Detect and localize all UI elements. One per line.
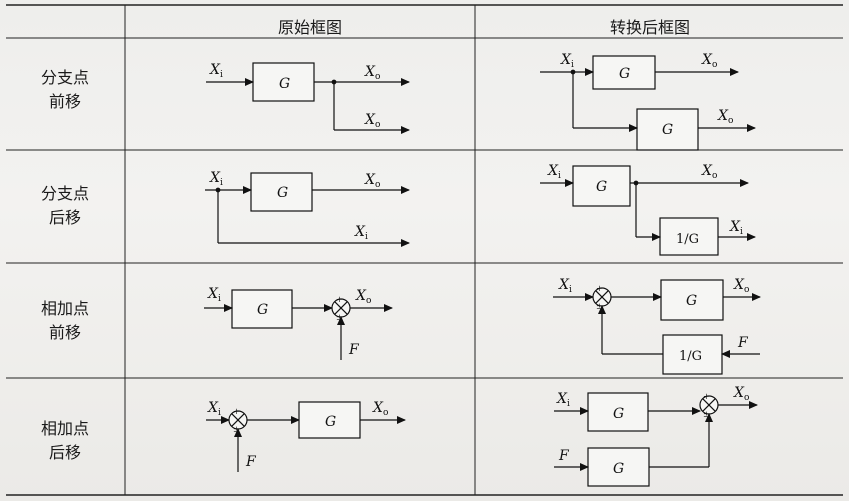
block-g [660,279,724,321]
svg-text:±: ± [336,313,343,322]
table-grid [6,4,843,496]
svg-text:+: + [233,407,240,416]
block-inv-g [662,334,723,375]
row-label-line1: 相加点 [40,299,89,318]
block-inv-g [659,217,719,256]
svg-text:G: G [257,302,268,318]
svg-text:Xo: Xo [717,108,733,126]
block-label: G [279,76,290,92]
svg-text:Xo: Xo [701,52,717,70]
svg-text:Xo: Xo [372,400,388,418]
row-label-line2: 后移 [48,208,81,227]
svg-text:F: F [737,335,749,351]
row-label-branch-backward: 分支点 后移 [10,182,120,230]
block-g [587,392,649,432]
svg-text:Xo: Xo [355,288,371,306]
svg-text:Xi: Xi [207,400,221,418]
svg-text:Xo: Xo [701,163,717,181]
svg-text:F: F [245,454,257,470]
block-g [298,401,361,439]
row-label-branch-forward: 分支点 前移 [10,66,120,114]
svg-text:Xo: Xo [364,64,380,82]
svg-text:Xi: Xi [729,219,743,237]
header-original: 原始框图 [277,18,342,37]
row-label-line1: 相加点 [40,419,89,438]
svg-text:Xi: Xi [547,163,561,181]
svg-text:1/G: 1/G [676,232,699,247]
svg-text:±: ± [703,410,710,419]
svg-text:1/G: 1/G [679,349,702,364]
svg-text:G: G [596,179,607,195]
svg-text:Xi: Xi [556,391,570,409]
svg-text:G: G [619,66,630,82]
svg-text:G: G [613,406,624,422]
svg-text:+: + [703,392,710,401]
block-g [252,62,315,102]
row-label-sum-forward: 相加点 前移 [10,297,120,345]
svg-text:Xo: Xo [364,112,380,130]
svg-text:±: ± [233,425,240,434]
svg-text:G: G [686,293,697,309]
row-label-line1: 分支点 [40,184,89,203]
svg-text:Xi: Xi [207,286,221,304]
svg-text:Xi: Xi [558,277,572,295]
svg-text:G: G [662,122,673,138]
svg-text:Xo: Xo [733,385,749,403]
svg-text:F: F [558,448,570,464]
block-g [250,172,313,212]
svg-text:±: ± [596,302,603,311]
row-label-line2: 前移 [48,92,81,111]
svg-text:+: + [596,284,603,293]
svg-text:Xo: Xo [364,172,380,190]
row-label-line2: 前移 [48,323,81,342]
row-label-sum-backward: 相加点 后移 [10,417,120,465]
svg-text:F: F [348,342,360,358]
svg-text:Xi: Xi [354,224,368,242]
svg-text:G: G [325,414,336,430]
svg-text:Xo: Xo [733,277,749,295]
svg-text:+: + [336,295,343,304]
row-label-line1: 分支点 [40,68,89,87]
svg-text:G: G [613,461,624,477]
block-g [231,289,293,329]
svg-text:Xi: Xi [560,52,574,70]
block-g [636,108,699,151]
header-transformed: 转换后框图 [609,18,690,37]
svg-text:G: G [277,185,288,201]
row-label-line2: 后移 [48,443,81,462]
svg-text:Xi: Xi [209,62,223,80]
svg-text:Xi: Xi [209,170,223,188]
